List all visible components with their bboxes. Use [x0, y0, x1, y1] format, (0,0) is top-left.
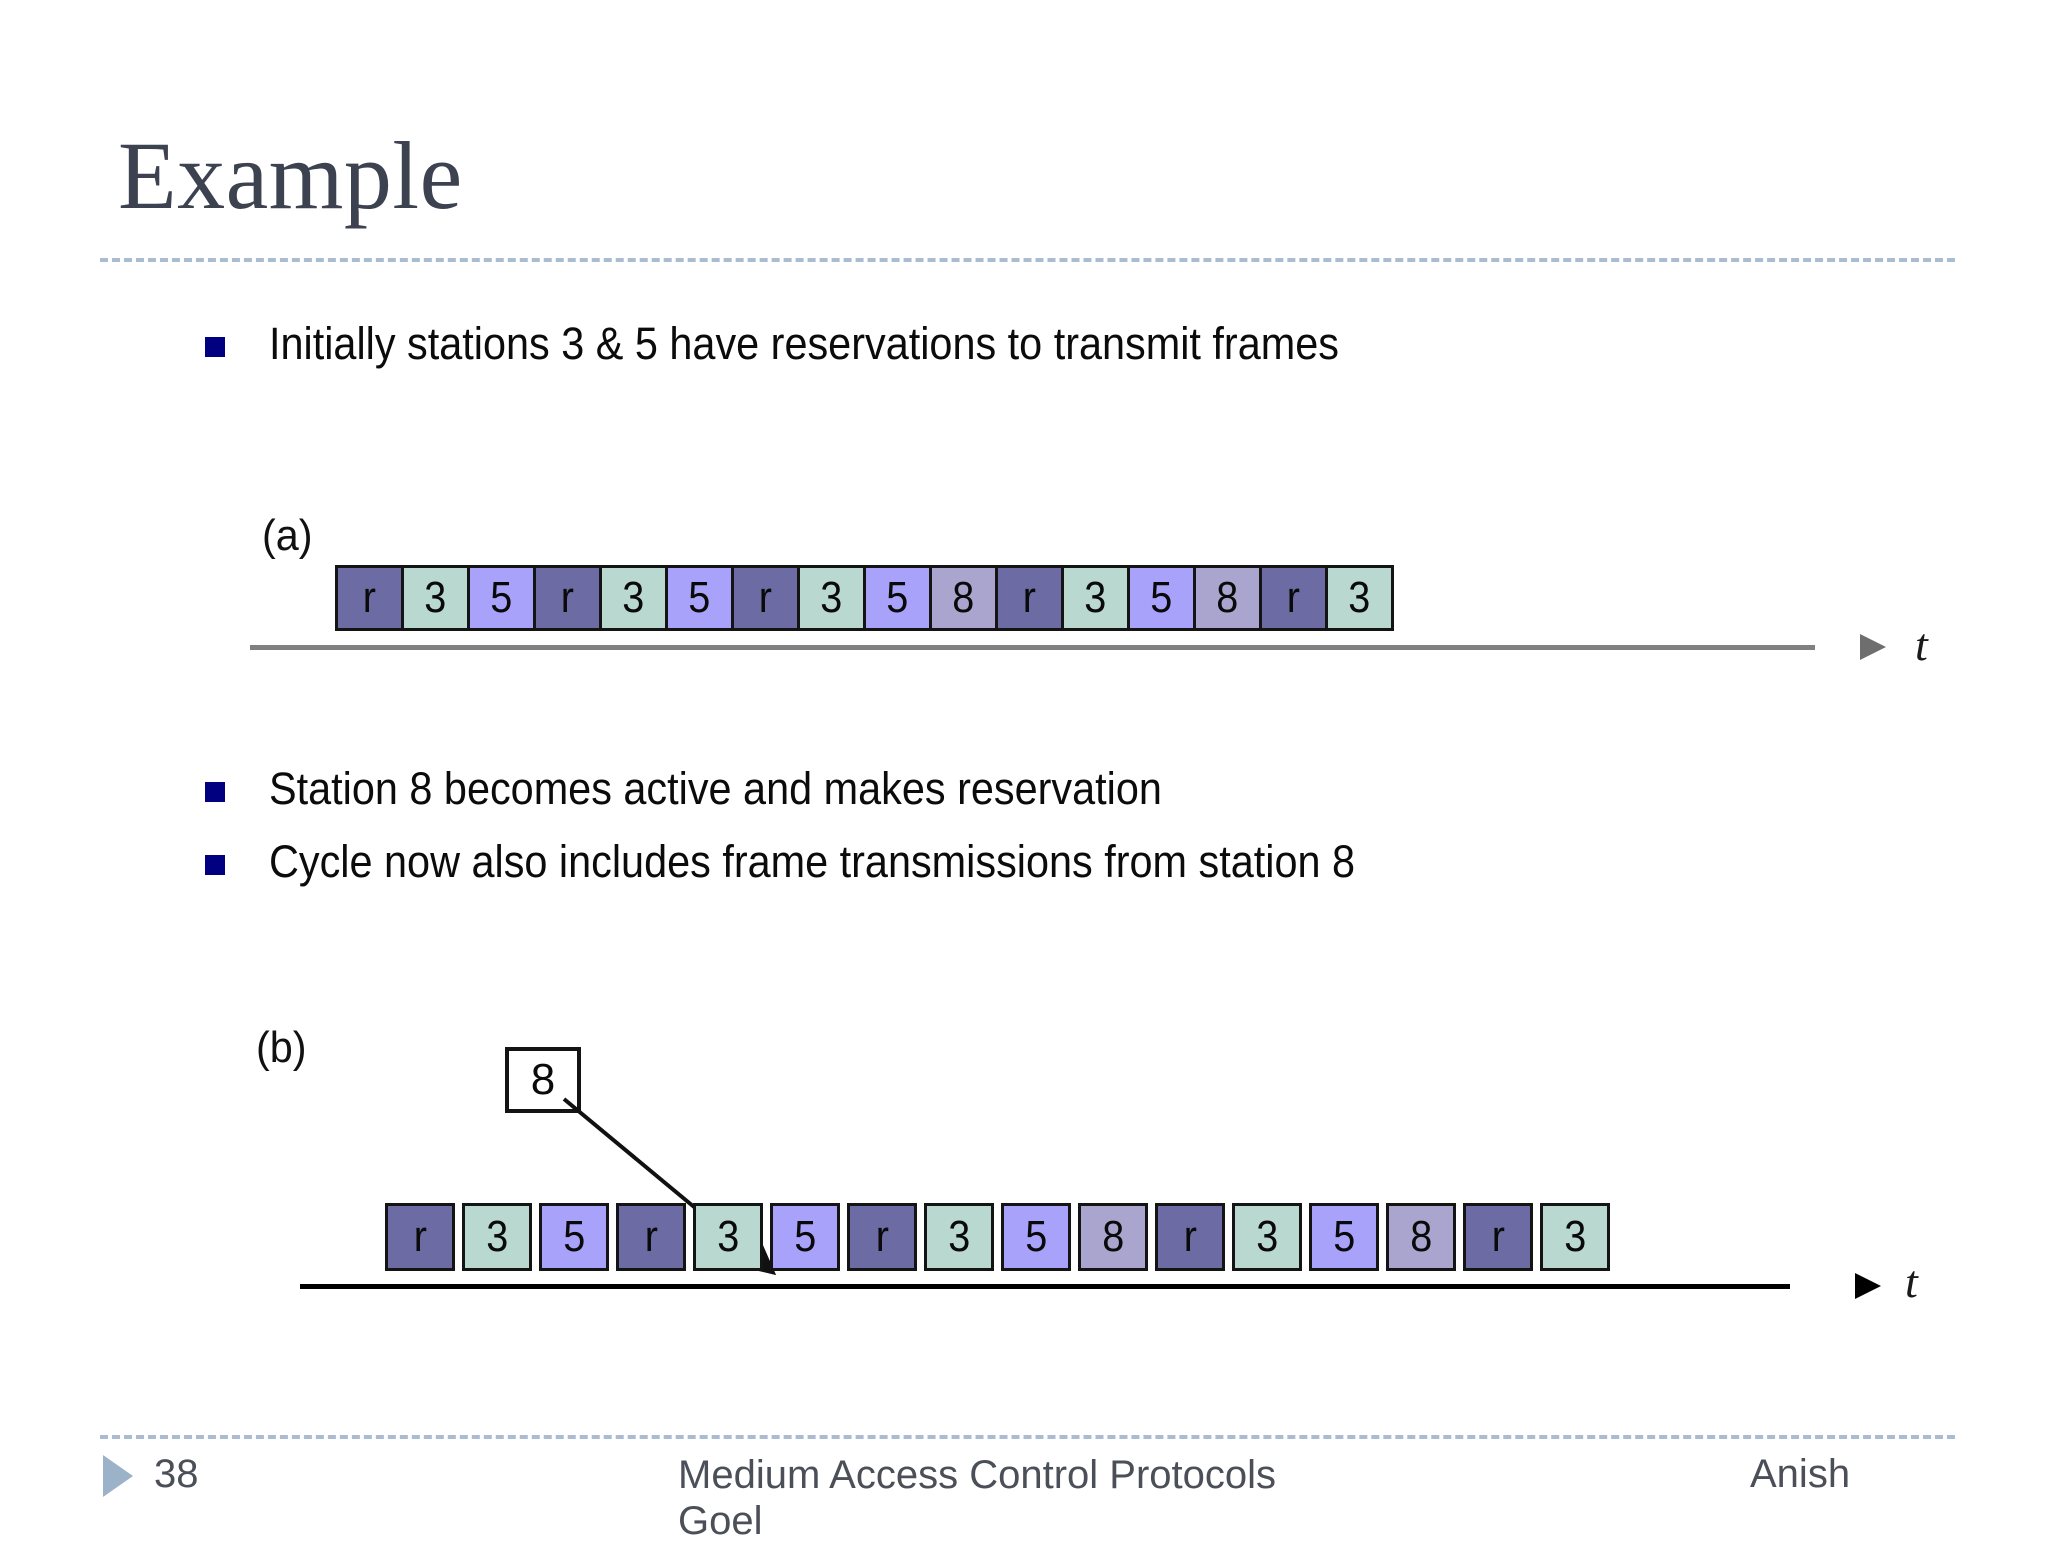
bullet-text-1: Initially stations 3 & 5 have reservatio… [269, 318, 1339, 369]
time-axis-label-b: t [1905, 1256, 1918, 1307]
timeline-slot: 5 [1127, 565, 1196, 631]
new-station-callout-box: 8 [505, 1047, 581, 1113]
timeline-slot-label: 5 [886, 573, 909, 622]
bullet-square-icon [205, 782, 225, 802]
timeline-slot: 8 [1386, 1203, 1456, 1271]
timeline-slot: 3 [599, 565, 668, 631]
timeline-slot: 5 [1309, 1203, 1379, 1271]
timeline-slot: 3 [797, 565, 866, 631]
timeline-slot: r [616, 1203, 686, 1271]
timeline-slot: 3 [1540, 1203, 1610, 1271]
bullet-text-3: Cycle now also includes frame transmissi… [269, 836, 1356, 887]
timeline-slot-label: 3 [820, 573, 843, 622]
time-axis-b [300, 1284, 1790, 1289]
time-axis-arrowhead-b [1855, 1273, 1881, 1299]
timeline-slot-label: 5 [688, 573, 711, 622]
timeline-slot-label: 3 [424, 573, 447, 622]
new-station-callout-label: 8 [530, 1055, 556, 1104]
timeline-slot-label: 5 [1332, 1212, 1356, 1261]
page-title: Example [118, 122, 463, 229]
timeline-slot: 5 [863, 565, 932, 631]
bullet-item-1: Initially stations 3 & 5 have reservatio… [205, 320, 1432, 367]
timeline-slot: 3 [924, 1203, 994, 1271]
timeline-slot-label: r [1491, 1212, 1505, 1261]
timeline-slot: 8 [929, 565, 998, 631]
bullet-square-icon [205, 337, 225, 357]
timeline-slot: r [385, 1203, 455, 1271]
timeline-slot-label: 8 [1409, 1212, 1433, 1261]
timeline-slot-label: r [875, 1212, 889, 1261]
timeline-slot-label: r [1286, 573, 1301, 622]
title-divider [100, 258, 1955, 262]
timeline-slot: r [847, 1203, 917, 1271]
time-axis-a [250, 645, 1815, 650]
timeline-slot-label: 5 [1024, 1212, 1048, 1261]
time-axis-arrowhead-a [1860, 634, 1886, 660]
timeline-slot: r [1463, 1203, 1533, 1271]
timeline-slot-label: 3 [1348, 573, 1371, 622]
bullet-square-icon [205, 855, 225, 875]
timeline-slot: 3 [401, 565, 470, 631]
timeline-slot-label: r [1183, 1212, 1197, 1261]
timeline-slot-label: r [560, 573, 575, 622]
bullet-item-3: Cycle now also includes frame transmissi… [205, 838, 1449, 885]
bullet-item-2: Station 8 becomes active and makes reser… [205, 765, 1240, 812]
diagram-label-a: (a) [262, 511, 313, 560]
timeline-slot: 3 [1061, 565, 1130, 631]
timeline-slot: 8 [1193, 565, 1262, 631]
timeline-slot-label: 3 [485, 1212, 509, 1261]
timeline-slot: r [731, 565, 800, 631]
timeline-slot-label: 5 [562, 1212, 586, 1261]
timeline-slot: 3 [1325, 565, 1394, 631]
timeline-slot: 5 [539, 1203, 609, 1271]
timeline-slot-label: 5 [490, 573, 513, 622]
timeline-slot: 5 [1001, 1203, 1071, 1271]
timeline-slot: 5 [467, 565, 536, 631]
timeline-slot: 8 [1078, 1203, 1148, 1271]
diagram-label-b: (b) [256, 1023, 307, 1072]
timeline-slot-label: 3 [1255, 1212, 1279, 1261]
footer-center-text: Medium Access Control Protocols Goel [678, 1453, 1277, 1543]
timeline-slot: r [1155, 1203, 1225, 1271]
timeline-slot-label: 3 [947, 1212, 971, 1261]
timeline-slot: 5 [665, 565, 734, 631]
timeline-slot-label: r [644, 1212, 658, 1261]
timeline-slot-label: r [758, 573, 773, 622]
timeline-slot-label: 5 [1150, 573, 1173, 622]
timeline-slot: r [335, 565, 404, 631]
timeline-slot-label: 8 [1216, 573, 1239, 622]
timeline-slot-label: 3 [622, 573, 645, 622]
timeline-slot-label: 5 [793, 1212, 817, 1261]
timeline-slot-label: 3 [1084, 573, 1107, 622]
footer-divider [100, 1435, 1955, 1439]
timeline-slot: 3 [462, 1203, 532, 1271]
timeline-slot: 3 [693, 1203, 763, 1271]
timeline-slot: 3 [1232, 1203, 1302, 1271]
triangle-icon [103, 1455, 133, 1497]
timeline-slot-label: 8 [952, 573, 975, 622]
timeline-slot-label: r [1022, 573, 1037, 622]
timeline-slot-label: 3 [716, 1212, 740, 1261]
timeline-slot-label: r [362, 573, 377, 622]
timeline-slot-label: r [413, 1212, 427, 1261]
time-axis-label-a: t [1915, 619, 1928, 670]
timeline-slot: 5 [770, 1203, 840, 1271]
timeline-slot-label: 8 [1101, 1212, 1125, 1261]
timeline-slot-label: 3 [1563, 1212, 1587, 1261]
timeline-slot: r [533, 565, 602, 631]
bullet-text-2: Station 8 becomes active and makes reser… [269, 763, 1162, 814]
timeline-slot: r [995, 565, 1064, 631]
slot-row-b: r 3 5 r 3 5 r 3 5 8 r 3 5 8 r 3 [385, 1203, 1610, 1271]
timeline-slot: r [1259, 565, 1328, 631]
footer-right-text: Anish [1750, 1452, 1851, 1496]
page-number: 38 [154, 1452, 199, 1496]
